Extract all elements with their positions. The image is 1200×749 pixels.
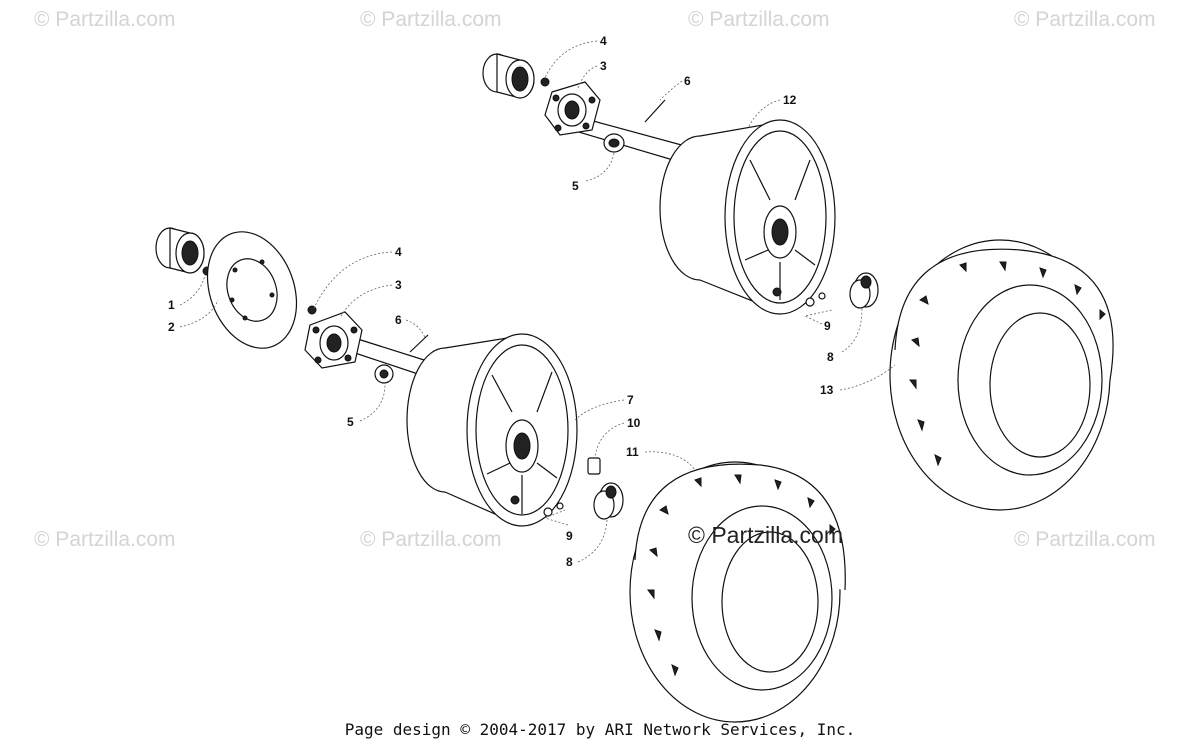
callout-3-lower: 3 (395, 278, 402, 292)
leader-10 (594, 422, 625, 457)
valve-cap (587, 457, 601, 475)
callout-4-upper: 4 (600, 34, 607, 48)
cotter-pin-lower (409, 334, 429, 353)
callout-5-lower: 5 (347, 415, 354, 429)
leader-8-upper (841, 307, 863, 353)
leader-4-upper (544, 40, 598, 79)
leader-4-lower (313, 251, 393, 309)
rim-lower (406, 333, 578, 527)
callout-9-upper: 9 (824, 319, 831, 333)
leader-12 (747, 99, 781, 129)
leader-5-upper (585, 152, 615, 182)
watermark: © Partzilla.com (34, 8, 176, 31)
nut-upper (603, 133, 625, 153)
callout-5-upper: 5 (572, 179, 579, 193)
watermark: © Partzilla.com (360, 8, 502, 31)
leader-6-lower (405, 319, 426, 339)
callout-8-lower: 8 (566, 555, 573, 569)
leader-9-upper (803, 309, 833, 325)
valve-lower (543, 502, 564, 517)
tire-upper (889, 239, 1114, 511)
callout-2: 2 (168, 320, 175, 334)
hub-upper (544, 81, 601, 136)
leader-3-upper (577, 65, 598, 89)
watermark: © Partzilla.com (688, 8, 830, 31)
leader-2 (179, 299, 219, 328)
leader-9-lower (543, 509, 569, 526)
callout-10: 10 (627, 416, 641, 430)
callout-11: 11 (626, 445, 639, 459)
leader-1 (179, 274, 206, 306)
watermark: © Partzilla.com (34, 528, 176, 551)
tire-lower (629, 461, 846, 723)
callout-12: 12 (783, 93, 797, 107)
leader-8-lower (577, 519, 608, 563)
callout-6-lower: 6 (395, 313, 402, 327)
cotter-pin-upper (644, 99, 666, 123)
watermark: © Partzilla.com (1014, 528, 1156, 551)
valve-upper (805, 292, 826, 307)
lug-nut-upper (849, 272, 879, 309)
rim-upper (659, 119, 836, 315)
center-watermark: © Partzilla.com (688, 522, 843, 548)
bearing-lower (155, 227, 205, 274)
callout-4-lower: 4 (395, 245, 402, 259)
footer-copyright: Page design © 2004-2017 by ARI Network S… (344, 720, 856, 739)
leader-7 (574, 399, 625, 421)
leader-13 (839, 364, 896, 391)
watermark: © Partzilla.com (1014, 8, 1156, 31)
callout-7: 7 (627, 393, 634, 407)
callout-6-upper: 6 (684, 74, 691, 88)
nut-lower (374, 364, 394, 384)
bearing-upper (482, 53, 535, 99)
leader-3-lower (339, 284, 393, 319)
watermark: © Partzilla.com (360, 528, 502, 551)
hub-lower (304, 311, 363, 369)
callout-3-upper: 3 (600, 59, 607, 73)
bolt-upper (540, 77, 550, 87)
brake-disc (206, 231, 298, 349)
leader-6-upper (659, 80, 683, 101)
callout-13: 13 (820, 383, 834, 397)
callout-8-upper: 8 (827, 350, 834, 364)
leader-11 (644, 451, 696, 471)
lug-nut-lower (593, 482, 624, 520)
leader-5-lower (359, 383, 386, 422)
callout-1: 1 (168, 298, 175, 312)
callout-9-lower: 9 (566, 529, 573, 543)
